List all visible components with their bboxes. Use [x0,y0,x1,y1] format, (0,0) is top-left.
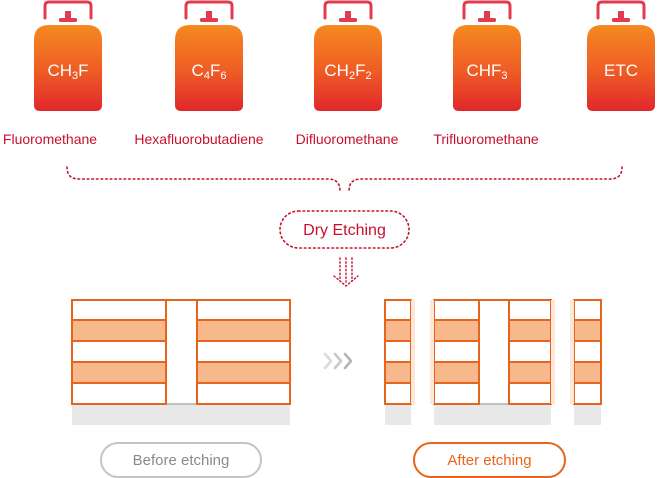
valve-collar-icon [612,18,630,22]
mask-layer [71,299,167,321]
cylinder-body [175,25,243,111]
formula-label: CH3F [47,61,88,82]
after-etching-stack [384,299,602,425]
formula-label: ETC [604,61,638,80]
mask-layer [196,382,291,405]
substrate-layer [385,404,411,425]
valve-collar-icon [478,18,496,22]
cylinder-body [453,25,521,111]
material-layer [384,361,412,384]
valve-collar-icon [59,18,77,22]
gas-cylinder-difluoromethane: CH2F2 [314,0,382,111]
dotted-double-down-arrow-icon [333,257,359,287]
before-etching-label: Before etching [133,452,230,469]
valve-handle-icon [462,0,512,20]
etched-sidewall [430,300,434,404]
mask-layer [573,382,602,405]
mask-layer [384,340,412,363]
mask-layer [573,299,602,321]
mask-layer [196,340,291,363]
cylinder-body [587,25,655,111]
valve-stem-icon [345,11,351,20]
mask-layer [508,340,552,363]
after-etching-caption: After etching [413,442,566,478]
mask-layer [433,340,480,363]
valve-handle-icon [323,0,373,20]
material-layer [384,319,412,342]
material-layer [433,361,480,384]
mask-layer [433,299,480,321]
gas-name-fluoromethane: Fluoromethane [3,131,97,147]
valve-stem-icon [65,11,71,20]
mask-layer [433,382,480,405]
gas-cylinder-fluoromethane: CH3F [34,0,102,111]
mask-layer [71,382,167,405]
formula-label: C4F6 [192,61,227,82]
material-layer [508,319,552,342]
gas-collection-bracket [66,166,623,192]
mask-layer [384,299,412,321]
gas-cylinder-row: CH3F C4F6 CH2F2 CHF3 ETC [34,0,655,111]
substrate-layer [72,404,290,425]
cylinder-body [34,25,102,111]
valve-stem-icon [618,11,624,20]
mask-layer [508,382,552,405]
etched-sidewall [411,300,415,404]
material-layer [196,361,291,384]
valve-collar-icon [339,18,357,22]
valve-handle-icon [43,0,93,20]
mask-layer [71,340,167,363]
valve-stem-icon [484,11,490,20]
material-layer [508,361,552,384]
cylinder-body [314,25,382,111]
mask-layer [196,299,291,321]
valve-handle-icon [596,0,646,20]
material-layer [573,319,602,342]
triple-chevron-right-icon [323,352,353,370]
valve-handle-icon [184,0,234,20]
gas-name-difluoromethane: Difluoromethane [296,131,399,147]
gas-name-row: Fluoromethane Hexafluorobutadiene Difluo… [3,131,539,147]
valve-stem-icon [206,11,212,20]
material-layer [71,319,167,342]
gas-name-trifluoromethane: Trifluoromethane [433,131,539,147]
etched-sidewall [551,300,555,404]
gas-cylinder-trifluoromethane: CHF3 [453,0,521,111]
gas-name-hexafluorobutadiene: Hexafluorobutadiene [134,131,263,147]
substrate-layer [574,404,601,425]
material-layer [433,319,480,342]
before-etching-stack [71,299,291,425]
mask-layer [508,299,552,321]
dry-etching-label: Dry Etching [303,222,386,239]
substrate-layer [434,404,551,425]
dry-etching-pill: Dry Etching [279,210,410,249]
material-layer [71,361,167,384]
formula-label: CH2F2 [324,61,371,82]
valve-collar-icon [200,18,218,22]
gas-cylinder-etc: ETC [587,0,655,111]
pillar-outline [478,299,510,404]
etched-sidewall [570,300,574,404]
after-etching-label: After etching [447,452,531,469]
mask-layer [573,340,602,363]
gas-cylinder-hexafluorobutadiene: C4F6 [175,0,243,111]
mask-layer [384,382,412,405]
before-etching-caption: Before etching [100,442,262,478]
pillar-outline [165,299,198,404]
material-layer [196,319,291,342]
material-layer [573,361,602,384]
formula-label: CHF3 [466,61,507,82]
